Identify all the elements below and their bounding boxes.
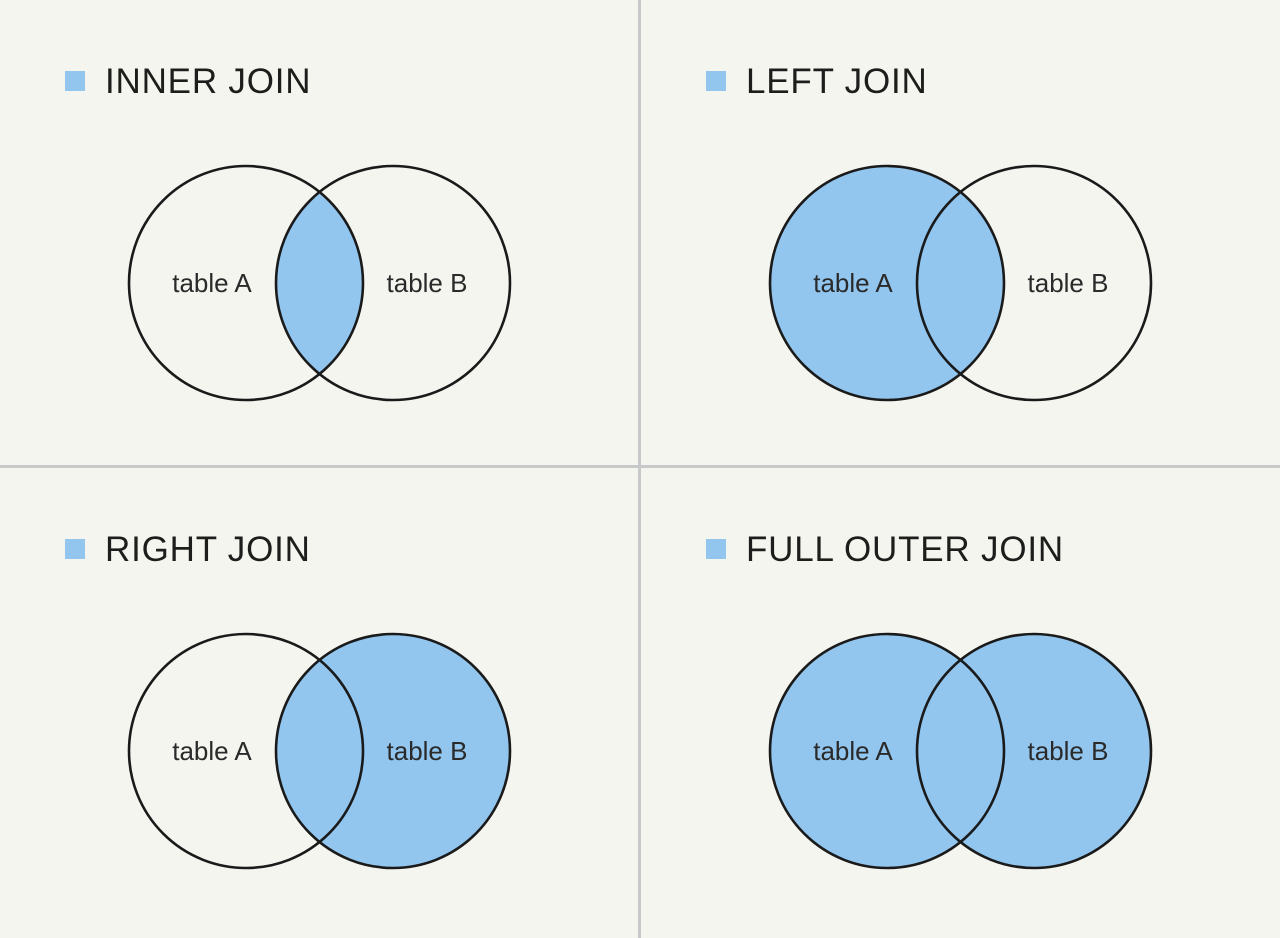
join-title: INNER JOIN bbox=[105, 61, 312, 101]
panel-left-join: LEFT JOIN table A table B bbox=[641, 0, 1280, 465]
join-title: FULL OUTER JOIN bbox=[746, 529, 1064, 569]
intersection-region bbox=[917, 166, 1004, 400]
blue-square-bullet-icon bbox=[65, 71, 85, 91]
label-table-b: table B bbox=[1028, 736, 1109, 766]
venn-diagram-full-outer-join: table A table B bbox=[768, 632, 1153, 870]
label-table-a: table A bbox=[813, 736, 893, 766]
label-table-a: table A bbox=[172, 736, 252, 766]
label-table-a: table A bbox=[172, 268, 252, 298]
circle-table-b-outline bbox=[274, 632, 512, 870]
circle-table-a-outline bbox=[768, 164, 1006, 402]
blue-square-bullet-icon bbox=[706, 539, 726, 559]
panel-inner-join: INNER JOIN table A table B bbox=[0, 0, 638, 465]
panel-header: LEFT JOIN bbox=[706, 63, 928, 99]
circle-table-a-outline bbox=[127, 632, 365, 870]
join-title: RIGHT JOIN bbox=[105, 529, 311, 569]
venn-diagram-left-join: table A table B bbox=[768, 164, 1153, 402]
panel-right-join: RIGHT JOIN table A table B bbox=[0, 468, 638, 938]
panel-full-outer-join: FULL OUTER JOIN table A table B bbox=[641, 468, 1280, 938]
circle-table-a-outline bbox=[768, 632, 1006, 870]
intersection-region bbox=[276, 166, 363, 400]
circle-table-b-outline bbox=[915, 164, 1153, 402]
intersection-region bbox=[276, 634, 363, 868]
venn-diagram-right-join: table A table B bbox=[127, 632, 512, 870]
label-table-b: table B bbox=[387, 268, 468, 298]
venn-diagram-inner-join: table A table B bbox=[127, 164, 512, 402]
label-table-b: table B bbox=[387, 736, 468, 766]
label-table-b: table B bbox=[1028, 268, 1109, 298]
panel-header: RIGHT JOIN bbox=[65, 531, 311, 567]
circle-table-b-outline bbox=[274, 164, 512, 402]
panel-header: FULL OUTER JOIN bbox=[706, 531, 1064, 567]
panel-header: INNER JOIN bbox=[65, 63, 311, 99]
join-title: LEFT JOIN bbox=[746, 61, 928, 101]
label-table-a: table A bbox=[813, 268, 893, 298]
circle-table-b-outline bbox=[915, 632, 1153, 870]
blue-square-bullet-icon bbox=[65, 539, 85, 559]
intersection-region bbox=[917, 634, 1004, 868]
circle-table-a-outline bbox=[127, 164, 365, 402]
blue-square-bullet-icon bbox=[706, 71, 726, 91]
